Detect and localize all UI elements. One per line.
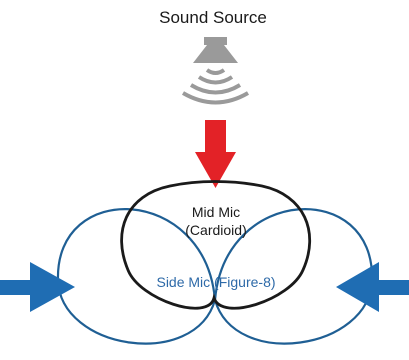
mid-sound-arrow <box>195 120 236 188</box>
figure8-left-lobe <box>56 208 217 345</box>
sound-waves-icon <box>181 68 250 105</box>
mid-mic-pattern: (Cardioid) <box>185 222 247 238</box>
mid-mic-name: Mid Mic <box>191 204 241 220</box>
speaker-icon <box>193 37 238 63</box>
side-mic-label: Side Mic (Figure-8) <box>156 274 276 290</box>
sound-source-label: Sound Source <box>159 8 267 27</box>
left-side-arrow <box>0 262 75 312</box>
right-side-arrow <box>336 262 409 312</box>
mid-mic-label: Mid Mic (Cardioid) <box>130 203 302 239</box>
cardioid-pattern <box>120 180 312 310</box>
